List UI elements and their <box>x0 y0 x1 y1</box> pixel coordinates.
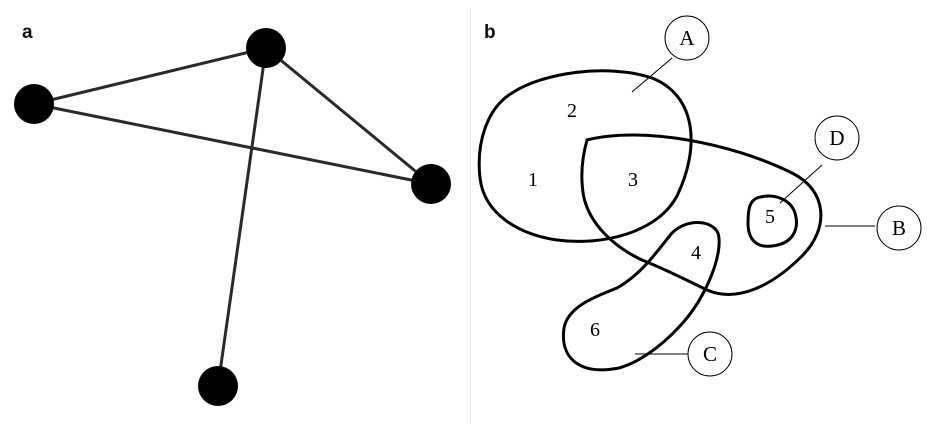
set-name-C: C <box>703 342 717 366</box>
panel-b: b A B C D 1 2 3 4 5 6 <box>472 8 922 423</box>
callout-line-D <box>779 164 823 204</box>
callout-circle-D <box>814 115 860 161</box>
callout-circle-B <box>876 205 922 251</box>
callout-circle-A <box>664 15 710 61</box>
region-6: 6 <box>590 319 600 341</box>
callout-circle-C <box>687 331 733 377</box>
hypergraph-diagram: A B C D 1 2 3 4 5 6 <box>477 15 922 377</box>
panel-a-label: a <box>22 22 33 43</box>
set-B-outline <box>580 133 823 296</box>
region-1: 1 <box>528 169 538 191</box>
panel-b-label: b <box>484 22 496 43</box>
graph-node-n2 <box>14 84 54 124</box>
region-2: 2 <box>567 100 577 122</box>
graph-edge-n2-n3 <box>33 102 432 186</box>
callout-line-A <box>631 57 673 93</box>
set-A-outline <box>477 69 693 243</box>
panel-a: a <box>8 8 471 423</box>
graph-edge-n1-n4 <box>216 47 268 387</box>
graph-node-n4 <box>198 366 238 406</box>
set-C-outline <box>561 221 721 372</box>
graph-edge-n1-n3 <box>265 46 432 186</box>
set-name-A: A <box>679 26 695 50</box>
set-D-outline <box>746 194 798 248</box>
graph-node-n1 <box>246 28 286 68</box>
set-name-D: D <box>829 126 844 150</box>
region-4: 4 <box>691 242 701 264</box>
set-name-B: B <box>892 216 906 240</box>
region-3: 3 <box>628 169 638 191</box>
graph-edge-n1-n2 <box>33 46 267 106</box>
graph-node-n3 <box>411 164 451 204</box>
graph-diagram <box>14 28 451 406</box>
region-5: 5 <box>765 206 775 228</box>
